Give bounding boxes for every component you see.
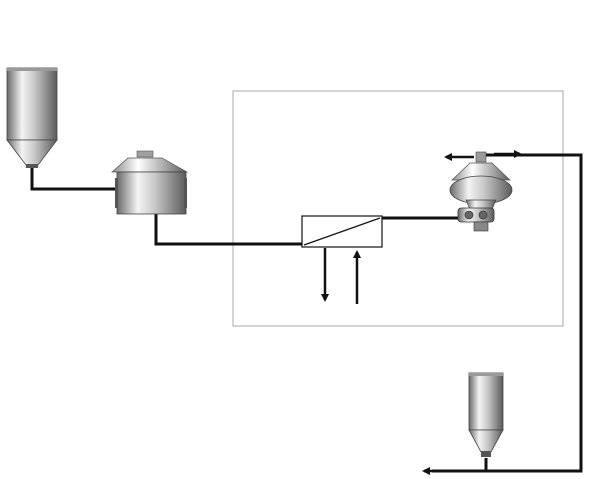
heat-exchanger — [301, 215, 383, 248]
pipe-network — [30, 153, 583, 473]
pipe-silo-to-tank — [30, 168, 118, 191]
receiving-silo — [468, 372, 504, 457]
process-area-frame — [232, 90, 564, 327]
separator — [449, 151, 513, 232]
storage-tank — [111, 150, 189, 215]
pipe-tank-to-exchanger — [154, 213, 302, 246]
feed-silo — [6, 67, 58, 168]
pipe-separator-outlet-right — [432, 153, 583, 473]
flow-arrows — [321, 150, 522, 475]
